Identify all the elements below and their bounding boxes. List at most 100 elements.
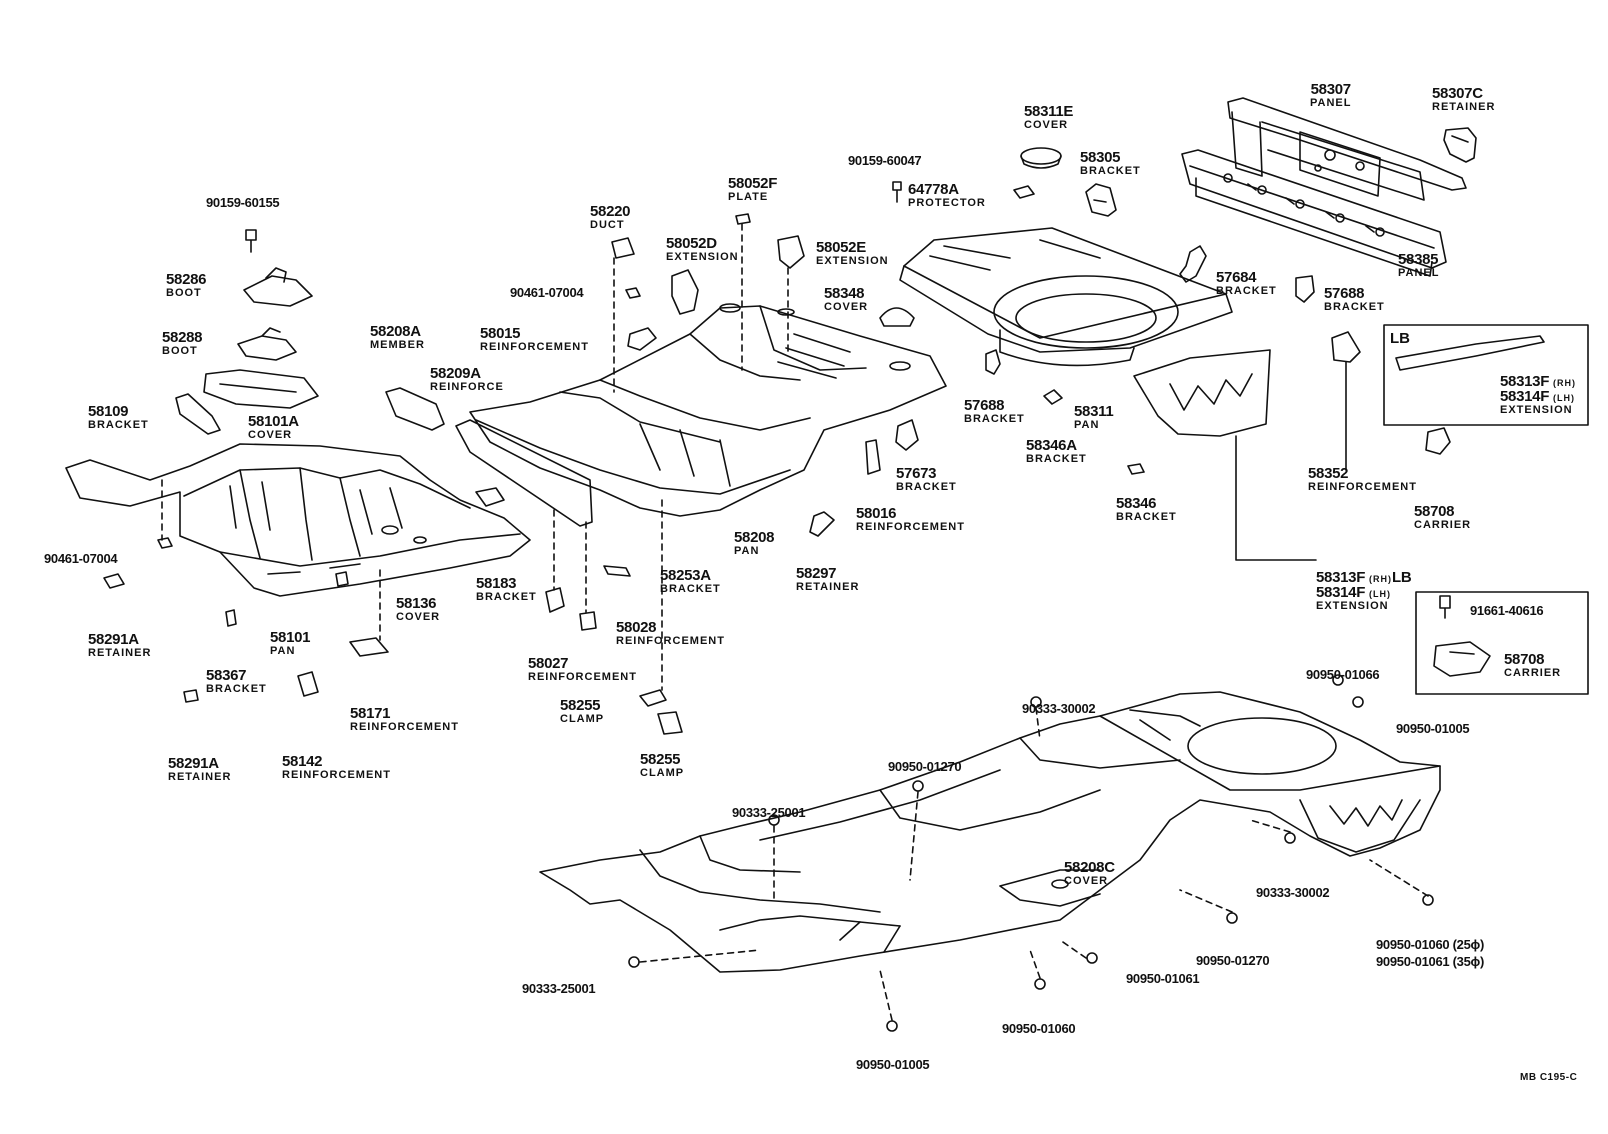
part-number: 90950-01061 (35ϕ) — [1376, 954, 1485, 969]
bracket-57673-drawing — [895, 419, 919, 451]
part-number: 58305 — [1080, 149, 1121, 166]
lh-part-number: 58314F — [1500, 388, 1550, 405]
bracket-58305-drawing — [1085, 183, 1117, 217]
part-number: 58028 — [616, 619, 657, 636]
plate-58052f-drawing — [735, 213, 751, 225]
part-name: RETAINER — [796, 581, 860, 593]
part-number: 58291A — [88, 631, 139, 648]
part-number: 58101 — [270, 629, 311, 646]
callout-90950-01060-25: 90950-01060 (25ϕ) — [1376, 938, 1484, 951]
part-number: 64778A — [908, 181, 959, 198]
part-number: 58297 — [796, 565, 837, 582]
part-number: 58352 — [1308, 465, 1349, 482]
clamp-58255-lower-drawing — [657, 711, 683, 735]
part-number: 58016 — [856, 505, 897, 522]
reinforcement-58015-drawing — [627, 327, 657, 351]
spare-tire-pan-58311-drawing — [899, 227, 1233, 367]
part-name: REINFORCEMENT — [350, 721, 459, 733]
part-name: PLATE — [728, 191, 769, 203]
part-name: BRACKET — [1116, 511, 1177, 523]
cover-58311e-drawing — [1020, 147, 1062, 165]
part-number: 58255 — [560, 697, 601, 714]
lh-line: 58314F (LH) — [1316, 585, 1411, 600]
callout-90950-01005-lower: 90950-01005 — [856, 1057, 930, 1072]
part-name: BRACKET — [88, 419, 149, 431]
lb-reference-label: 58313F (RH)LB 58314F (LH) EXTENSION — [1316, 570, 1412, 612]
part-name: PAN — [270, 645, 296, 657]
clamp-58255-upper-drawing — [639, 689, 667, 707]
callout-90333-30002-lower: 90333-30002 — [1256, 885, 1330, 900]
part-number: 91661-40616 — [1470, 603, 1544, 618]
part-number: 90950-01005 — [1396, 721, 1470, 736]
part-name: BRACKET — [476, 591, 537, 603]
part-number: 90950-01270 — [888, 759, 962, 774]
callout-90461-07004-lower: 90461-07004 — [44, 552, 118, 565]
part-name: BRACKET — [206, 683, 267, 695]
part-name: COVER — [248, 429, 293, 441]
reinforcement-58028-drawing — [579, 611, 597, 631]
callout-90950-01005-right: 90950-01005 — [1396, 721, 1470, 736]
part-number: 58291A — [168, 755, 219, 772]
bottom-dashed-leaders — [639, 707, 1429, 1021]
extension-58052d-drawing — [671, 269, 699, 315]
bracket-57684-drawing — [1179, 245, 1207, 283]
callout-90461-07004-upper: 90461-07004 — [510, 286, 584, 299]
part-name: PANEL — [1310, 97, 1352, 109]
part-name: EXTENSION — [666, 251, 739, 263]
protector-64778a-drawing — [1013, 185, 1035, 199]
callout-90950-01270-upper: 90950-01270 — [888, 759, 962, 774]
part-number: 90159-60155 — [206, 195, 280, 210]
part-name: REINFORCEMENT — [282, 769, 391, 781]
lh-part-number: 58314F — [1316, 584, 1366, 601]
part-number: 58346A — [1026, 437, 1077, 454]
center-floor-pan-58208-drawing — [469, 303, 947, 517]
part-number: 58027 — [528, 655, 569, 672]
part-number: 90950-01066 — [1306, 667, 1380, 682]
part-number: 58109 — [88, 403, 129, 420]
part-number: 90333-25001 — [732, 805, 806, 820]
part-number: 58209A — [430, 365, 481, 382]
part-name: REINFORCEMENT — [528, 671, 637, 683]
clip-90461-07004-lower-drawing — [157, 537, 173, 549]
part-number: 58052E — [816, 239, 866, 256]
part-number: 90950-01005 — [856, 1057, 930, 1072]
part-name: MEMBER — [370, 339, 425, 351]
part-number: 58286 — [166, 271, 207, 288]
part-name: REINFORCEMENT — [616, 635, 725, 647]
rh-side: (RH) — [1368, 574, 1392, 584]
part-number: 58183 — [476, 575, 517, 592]
part-number: 90333-30002 — [1256, 885, 1330, 900]
bracket-57688-right-drawing — [1295, 275, 1315, 303]
part-name: RETAINER — [168, 771, 232, 783]
part-number: 58385 — [1398, 251, 1439, 268]
part-name: REINFORCEMENT — [856, 521, 965, 533]
part-name: BOOT — [162, 345, 198, 357]
part-name: RETAINER — [1432, 101, 1496, 113]
rear-panel-58307-drawing — [1227, 97, 1467, 201]
reinforcement-58171-drawing — [349, 637, 389, 657]
part-number: 58052F — [728, 175, 778, 192]
bolt-90159-60155-drawing — [245, 229, 257, 253]
front-floor-pan-58101-drawing — [65, 443, 531, 597]
